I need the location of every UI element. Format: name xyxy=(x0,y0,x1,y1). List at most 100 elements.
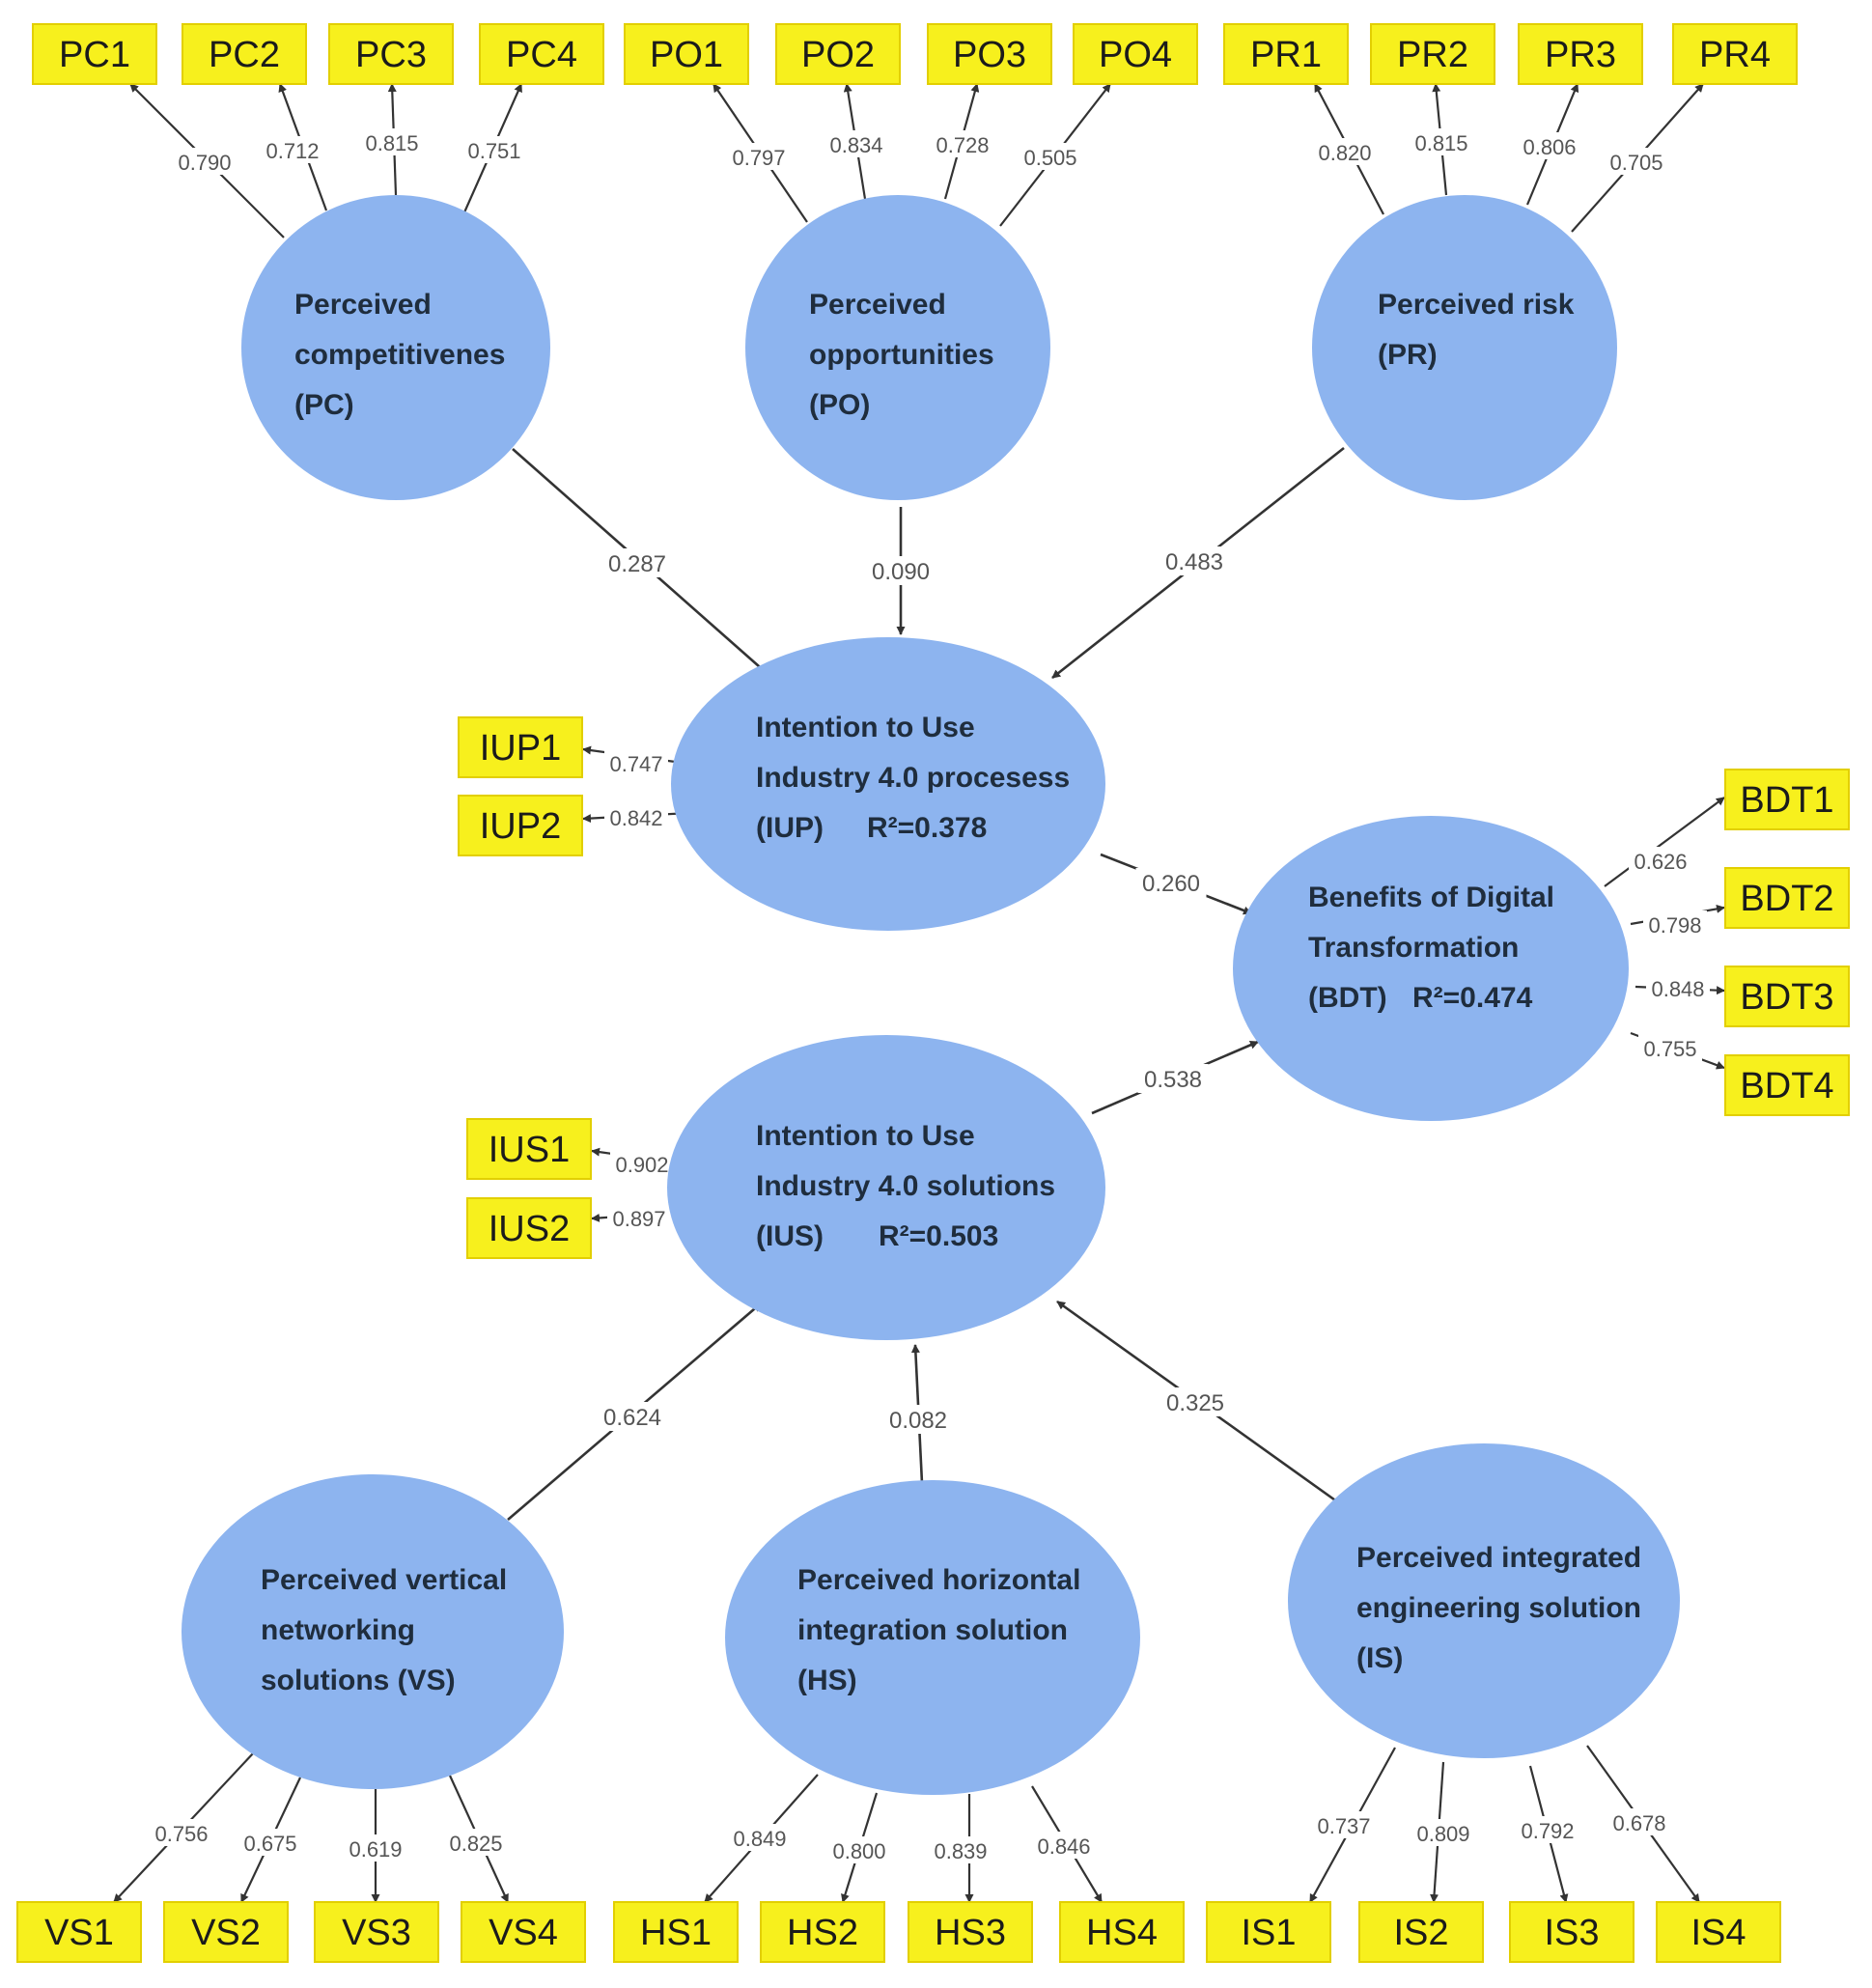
loading-value-bg xyxy=(1629,847,1692,874)
indicator-label-vs3: VS3 xyxy=(342,1913,411,1953)
construct-label-line: Industry 4.0 solutions xyxy=(756,1170,1055,1202)
indicator-label-hs4: HS4 xyxy=(1086,1913,1158,1953)
loading-value-vs4: 0.825 xyxy=(449,1832,502,1856)
loading-value-bg xyxy=(1019,143,1082,170)
indicator-label-bdt1: BDT1 xyxy=(1740,780,1833,821)
construct-label-line: (BDT) xyxy=(1308,982,1387,1014)
path-coefficient-bg xyxy=(865,556,936,585)
construct-ellipse-po xyxy=(745,195,1050,500)
loading-value-is3: 0.792 xyxy=(1521,1819,1574,1843)
path-coefficient-is-ius: 0.325 xyxy=(1166,1390,1224,1416)
indicator-box-is4 xyxy=(1656,1901,1781,1963)
indicator-box-po1 xyxy=(624,23,749,85)
construct-label-line: Industry 4.0 procesess xyxy=(756,762,1070,794)
construct-label-line: Transformation xyxy=(1308,932,1519,964)
path-coefficient-bg xyxy=(601,548,673,577)
indicator-label-hs1: HS1 xyxy=(640,1913,712,1953)
loading-value-bg xyxy=(728,1824,792,1851)
loading-value-bdt2: 0.798 xyxy=(1648,913,1701,938)
indicator-label-bdt2: BDT2 xyxy=(1740,879,1833,919)
indicator-box-bdt4 xyxy=(1724,1054,1850,1116)
loading-value-hs4: 0.846 xyxy=(1037,1834,1090,1859)
path-coefficient-pc-iup: 0.287 xyxy=(608,551,666,577)
loading-value-hs1: 0.849 xyxy=(733,1827,786,1851)
indicator-label-hs3: HS3 xyxy=(935,1913,1006,1953)
loading-value-bdt4: 0.755 xyxy=(1643,1037,1696,1061)
indicator-box-pr2 xyxy=(1370,23,1495,85)
loading-value-pc2: 0.712 xyxy=(265,139,319,163)
loading-value-po3: 0.728 xyxy=(936,133,989,157)
indicator-box-pr4 xyxy=(1672,23,1798,85)
loading-value-iup2: 0.842 xyxy=(609,806,662,830)
loading-value-pr2: 0.815 xyxy=(1414,131,1467,155)
indicator-box-pr1 xyxy=(1223,23,1349,85)
indicator-label-vs4: VS4 xyxy=(489,1913,558,1953)
loading-value-bg xyxy=(1605,148,1668,175)
loading-value-po4: 0.505 xyxy=(1023,146,1076,170)
loading-value-po2: 0.834 xyxy=(829,133,882,157)
loading-value-bg xyxy=(150,1819,213,1846)
indicator-box-vs1 xyxy=(16,1901,142,1963)
path-coefficient-bg xyxy=(1159,546,1230,575)
construct-ellipse-bdt xyxy=(1233,816,1629,1121)
loading-value-bg xyxy=(929,1836,992,1863)
loading-value-po1: 0.797 xyxy=(732,146,785,170)
construct-ellipse-ius xyxy=(667,1035,1105,1340)
loading-value-bg xyxy=(1646,974,1710,1001)
construct-label-line: Perceived vertical xyxy=(261,1564,507,1596)
indicator-box-po3 xyxy=(927,23,1052,85)
construct-ellipse-vs xyxy=(182,1474,564,1789)
construct-label-line: (HS) xyxy=(797,1665,857,1696)
loading-value-bg xyxy=(444,1829,508,1856)
indicator-box-pc3 xyxy=(328,23,454,85)
loading-value-iup1: 0.747 xyxy=(609,752,662,776)
construct-label-line: (IUP) xyxy=(756,812,824,844)
loading-value-is4: 0.678 xyxy=(1612,1811,1665,1835)
construct-pr: Perceived risk(PR) xyxy=(1312,195,1617,500)
loading-value-bg xyxy=(610,1150,674,1177)
path-coefficient-bg xyxy=(1135,868,1207,897)
loading-value-is1: 0.737 xyxy=(1317,1814,1370,1838)
loading-value-bg xyxy=(344,1834,407,1862)
indicator-label-is2: IS2 xyxy=(1393,1913,1448,1953)
indicator-box-iup1 xyxy=(458,716,583,778)
path-coefficient-bg xyxy=(597,1402,668,1431)
construct-bdt: Benefits of DigitalTransformation(BDT)R²… xyxy=(1233,816,1629,1121)
indicator-label-pr1: PR1 xyxy=(1250,35,1322,75)
indicator-label-iup1: IUP1 xyxy=(480,728,561,769)
indicator-label-is1: IS1 xyxy=(1241,1913,1296,1953)
indicator-box-is2 xyxy=(1358,1901,1484,1963)
loading-value-bg xyxy=(607,1204,671,1231)
loading-value-bg xyxy=(931,130,994,157)
construct-label-line: opportunities xyxy=(809,339,994,371)
construct-label-line: (PO) xyxy=(809,389,870,421)
loading-value-bdt3: 0.848 xyxy=(1651,977,1704,1001)
indicator-label-po1: PO1 xyxy=(650,35,723,75)
construct-label-line: Perceived risk xyxy=(1378,289,1575,321)
path-coefficient-bg xyxy=(1137,1064,1209,1093)
indicator-label-pc2: PC2 xyxy=(209,35,280,75)
indicator-box-is3 xyxy=(1509,1901,1635,1963)
loading-value-vs3: 0.619 xyxy=(349,1837,402,1862)
construct-label-line: networking xyxy=(261,1614,415,1646)
loading-value-bg xyxy=(462,136,526,163)
construct-label-line: Intention to Use xyxy=(756,712,975,743)
construct-r-squared-bdt: R²=0.474 xyxy=(1412,982,1533,1014)
loading-value-bg xyxy=(1410,128,1473,155)
construct-label-line: (IS) xyxy=(1356,1642,1403,1674)
indicator-label-bdt3: BDT3 xyxy=(1740,977,1833,1018)
construct-label-line: solutions (VS) xyxy=(261,1665,456,1696)
loading-value-pr3: 0.806 xyxy=(1523,135,1576,159)
indicator-label-hs2: HS2 xyxy=(787,1913,858,1953)
loading-value-vs1: 0.756 xyxy=(154,1822,208,1846)
loading-value-vs2: 0.675 xyxy=(243,1832,296,1856)
loading-value-bg xyxy=(238,1829,302,1856)
construct-label-line: Perceived xyxy=(294,289,432,321)
indicator-label-po2: PO2 xyxy=(801,35,875,75)
construct-label-line: integration solution xyxy=(797,1614,1068,1646)
